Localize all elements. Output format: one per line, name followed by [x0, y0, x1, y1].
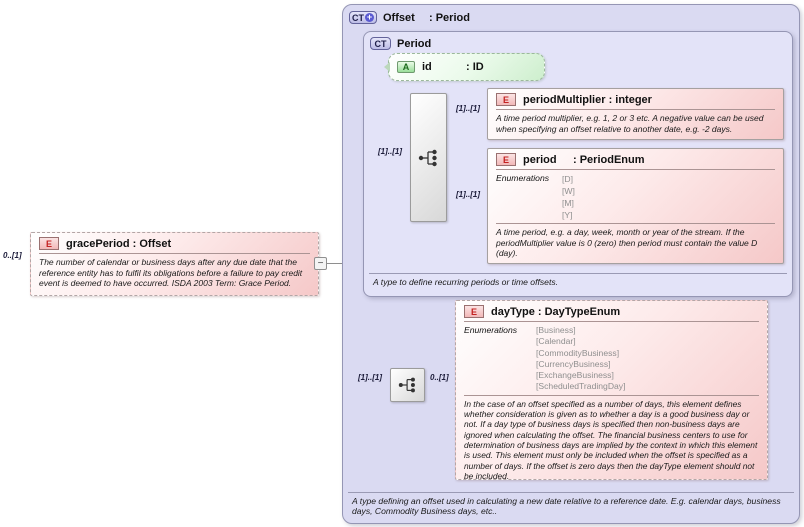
offset-titlebar[interactable]: CT+ Offset: Period — [343, 5, 799, 24]
divider — [39, 253, 310, 254]
enum-value: [Business] — [536, 325, 576, 335]
enum-value: [ScheduledTradingDay] — [536, 381, 626, 392]
divider — [496, 109, 775, 110]
daytype-enumerations: Enumerations [Business][Calendar][Commod… — [456, 322, 767, 395]
period-cardinality: [1]..[1] — [456, 190, 480, 199]
id-attribute-title: id: ID — [422, 61, 484, 73]
period-element-doc: A time period, e.g. a day, week, month o… — [496, 227, 758, 259]
enum-value: [M] — [562, 198, 574, 208]
graceperiod-title: gracePeriod : Offset — [66, 237, 172, 250]
divider — [464, 394, 759, 396]
element-badge-icon: E — [496, 153, 516, 166]
graceperiod-header[interactable]: E gracePeriod : Offset — [31, 233, 318, 253]
enumerations-label: Enumerations — [496, 173, 550, 183]
enum-value: [W] — [562, 186, 575, 196]
element-badge-icon: E — [464, 305, 484, 318]
divider — [496, 169, 775, 170]
sequence-icon — [418, 149, 437, 166]
period-element-header[interactable]: E period: PeriodEnum — [488, 149, 783, 169]
graceperiod-cardinality: 0..[1] — [3, 251, 22, 260]
graceperiod-doc: The number of calendar or business days … — [39, 257, 303, 289]
enumerations-label: Enumerations — [464, 325, 518, 335]
enum-value: [CurrencyBusiness] — [536, 358, 611, 369]
collapse-toggle[interactable]: − — [314, 257, 327, 270]
period-title: Period — [397, 37, 432, 50]
periodmultiplier-header[interactable]: E periodMultiplier : integer — [488, 89, 783, 109]
sequence-compositor — [410, 93, 447, 222]
enum-value: [CommodityBusiness] — [536, 347, 620, 358]
period-element-title: period: PeriodEnum — [523, 153, 645, 166]
daytype-element-box: E dayType : DayTypeEnum Enumerations [Bu… — [455, 300, 768, 481]
attribute-badge-icon: A — [397, 61, 415, 73]
id-attribute-box[interactable]: A id: ID — [384, 53, 545, 81]
offset-type-doc: A type defining an offset used in calcul… — [348, 491, 794, 518]
element-badge-icon: E — [496, 93, 516, 106]
extension-plus-icon: + — [365, 12, 374, 22]
periodmultiplier-cardinality: [1]..[1] — [456, 104, 480, 113]
period-type-doc: A type to define recurring periods or ti… — [369, 273, 787, 291]
sequence-icon — [398, 377, 415, 393]
divider — [464, 321, 759, 322]
period-element-box: E period: PeriodEnum Enumerations [D] [W]… — [487, 148, 784, 264]
enumeration-values: [Business][Calendar][CommodityBusiness][… — [536, 325, 759, 393]
element-badge-icon: E — [39, 237, 59, 250]
connector-line — [327, 263, 356, 264]
period-enumerations: Enumerations [D] [W] [M] [Y] — [488, 170, 783, 223]
periodmultiplier-doc: A time period multiplier, e.g. 1, 2 or 3… — [496, 113, 764, 134]
enumeration-values: [D] [W] [M] [Y] — [562, 173, 775, 221]
daytype-cardinality: 0..[1] — [430, 373, 449, 382]
sequence-compositor — [390, 368, 425, 402]
period-titlebar[interactable]: CT Period — [364, 32, 792, 50]
enum-value: [Y] — [562, 210, 573, 220]
graceperiod-element-box: E gracePeriod : Offset The number of cal… — [30, 232, 319, 296]
daytype-doc: In the case of an offset specified as a … — [464, 398, 758, 481]
complextype-extension-badge-icon: CT+ — [349, 11, 377, 24]
daytype-title: dayType : DayTypeEnum — [491, 305, 621, 318]
complextype-badge-icon: CT — [370, 37, 391, 50]
daytype-header[interactable]: E dayType : DayTypeEnum — [456, 301, 767, 321]
enum-value: [Calendar] — [536, 336, 576, 347]
enum-value: [ExchangeBusiness] — [536, 370, 614, 381]
divider — [496, 223, 775, 224]
daytype-sequence-cardinality: [1]..[1] — [358, 373, 382, 382]
enum-value: [D] — [562, 174, 573, 184]
offset-title: Offset: Period — [383, 11, 470, 24]
periodmultiplier-element-box: E periodMultiplier : integer A time peri… — [487, 88, 784, 140]
periodmultiplier-title: periodMultiplier : integer — [523, 93, 652, 106]
period-content-cardinality: [1]..[1] — [378, 147, 402, 156]
